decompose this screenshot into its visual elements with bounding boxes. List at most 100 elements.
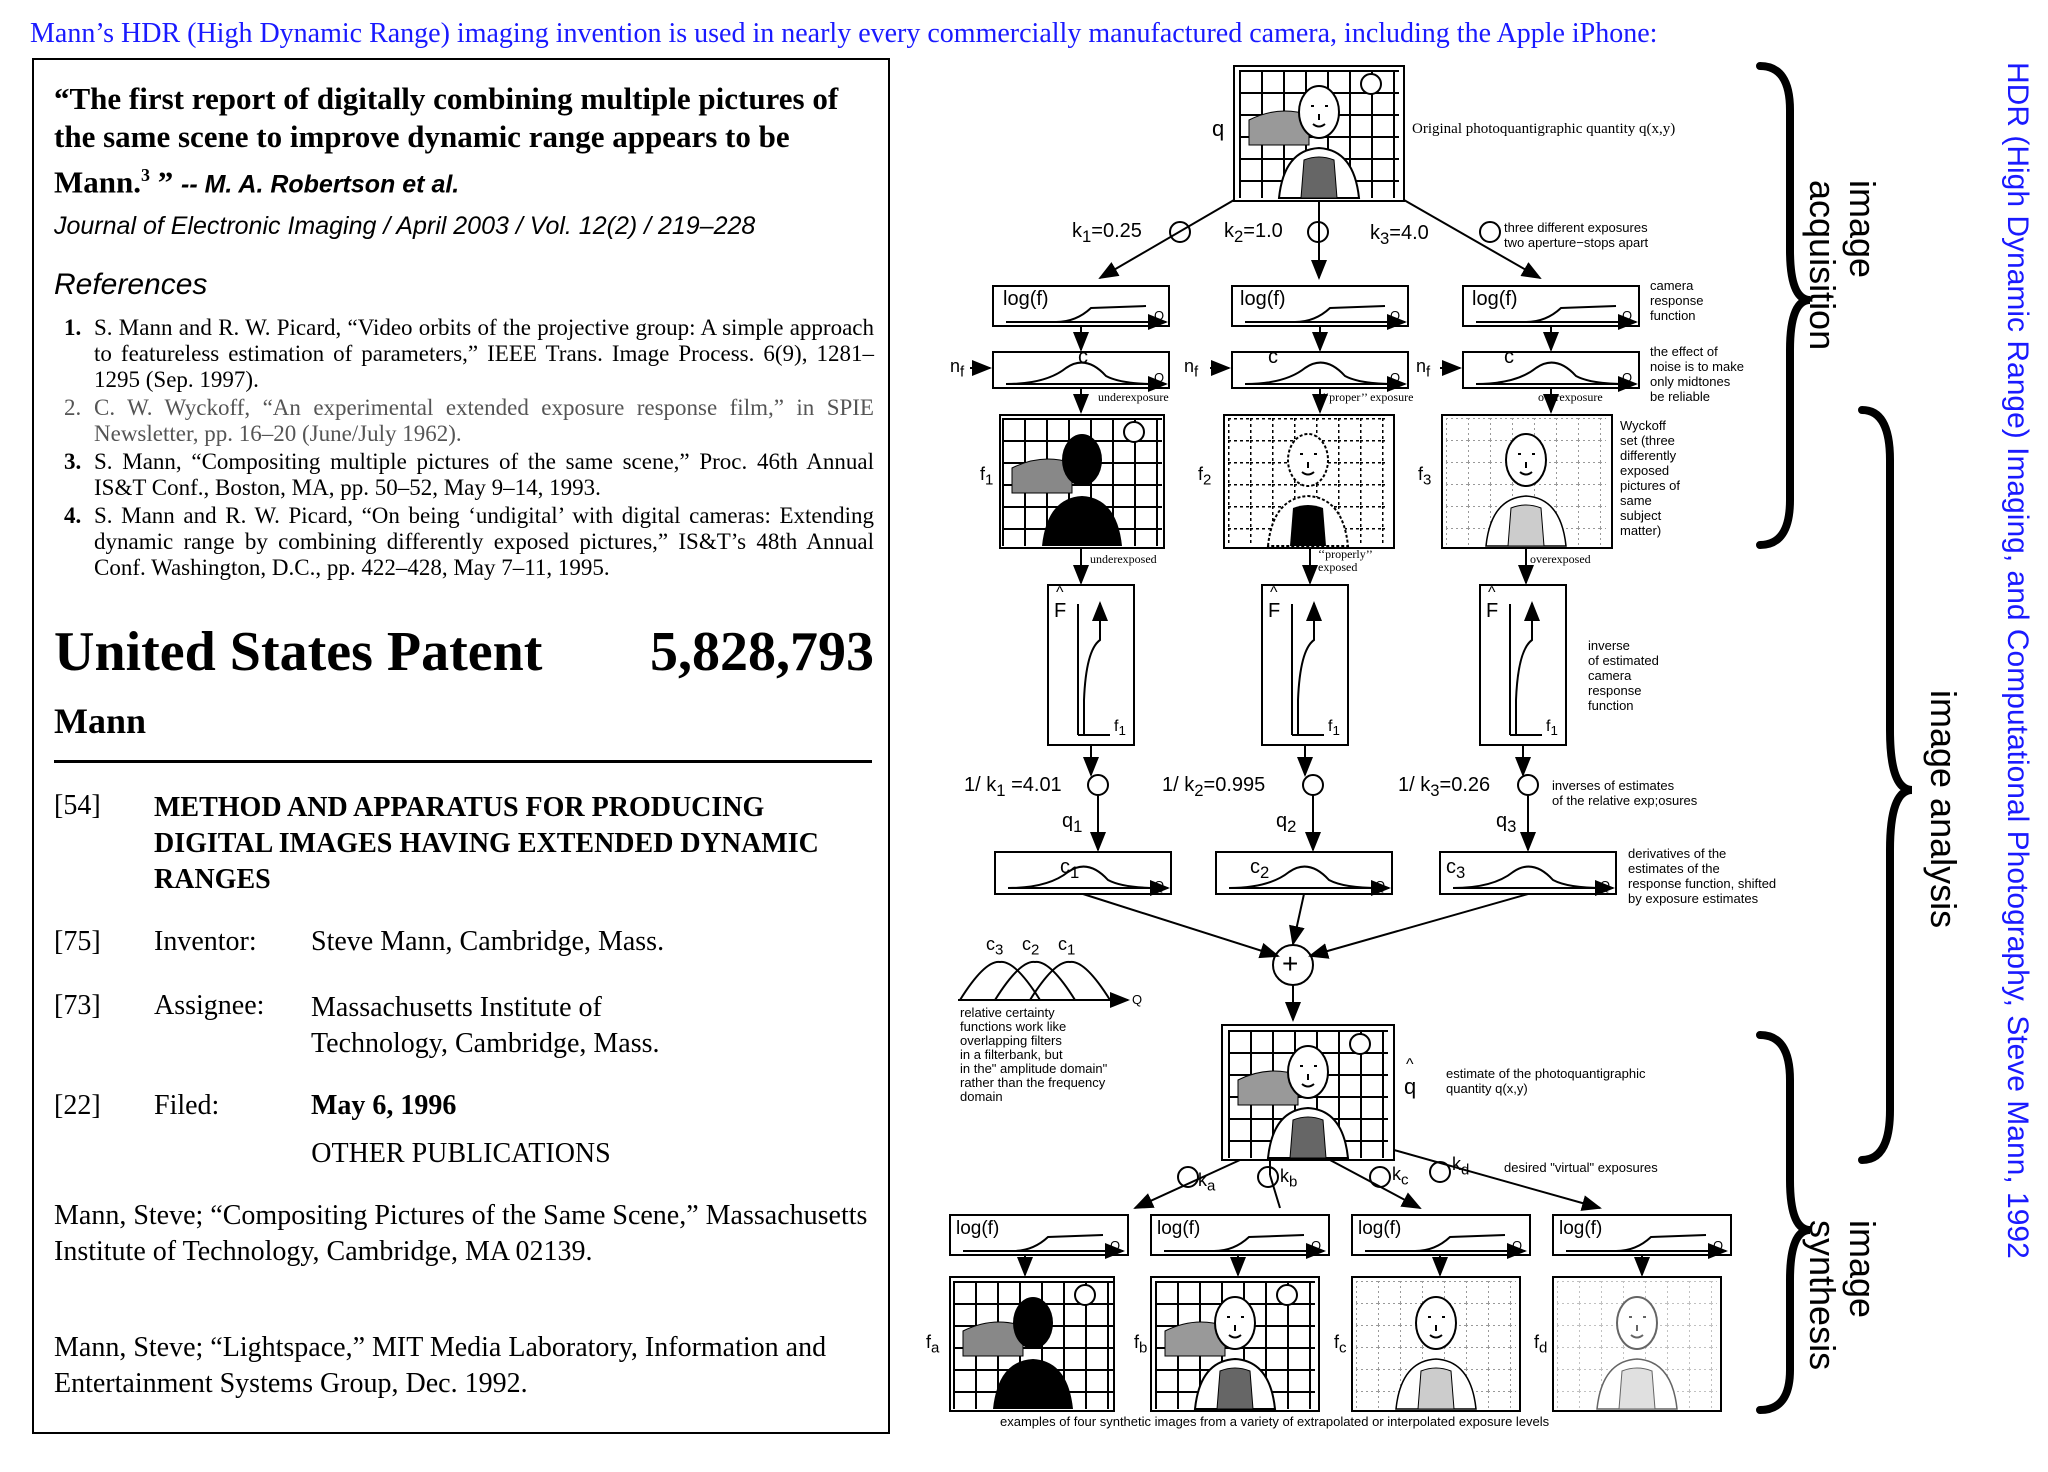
f-symbol: f — [1134, 1332, 1140, 1352]
f-subscript: 1 — [1118, 723, 1126, 739]
brace-text: synthesis — [1802, 1220, 1843, 1371]
f1-axis-label: f1 — [1546, 718, 1558, 738]
note-line: in a filterbank, but — [960, 1047, 1063, 1062]
qhat-estimate-label: ^q — [1404, 1056, 1417, 1099]
kc-label: kc — [1392, 1164, 1409, 1189]
note-line: Wyckoff — [1620, 418, 1666, 433]
note-line: of estimated — [1588, 653, 1659, 668]
logf-label: log(f) — [1240, 288, 1286, 310]
noise-symbol: n — [1416, 356, 1427, 376]
qhat-symbol: q — [1062, 810, 1074, 832]
k-subscript: 1 — [996, 781, 1006, 800]
f1-label: f1 — [980, 464, 993, 489]
note-line: relative certainty — [960, 1005, 1055, 1020]
chat-symbol: c — [1022, 934, 1031, 954]
note-line: function — [1650, 308, 1696, 323]
fd-label: fd — [1534, 1332, 1547, 1357]
original-quantity-label: Original photoquantigraphic quantity q(x… — [1412, 121, 1676, 137]
field-label: Inventor: — [154, 926, 257, 957]
c-subscript: 1 — [1070, 863, 1080, 882]
k2-value: =1.0 — [1243, 220, 1283, 242]
f-subscript: 1 — [1332, 723, 1340, 739]
reference-text: S. Mann, “Compositing multiple pictures … — [94, 449, 874, 500]
fc-label: fc — [1334, 1332, 1347, 1357]
note-line: two aperture−stops apart — [1504, 235, 1649, 250]
q-axis-label: Q — [1154, 370, 1165, 385]
q-axis-label: Q — [1600, 878, 1611, 893]
brace-label-analysis: image analysis — [1923, 690, 1964, 929]
underexposed-label: underexposed — [1090, 552, 1157, 566]
k3-label: k3=4.0 — [1370, 222, 1429, 249]
chat-label: c1 — [1060, 856, 1079, 883]
q-subscript: 3 — [1507, 817, 1517, 836]
quote-close: ” — [150, 164, 174, 200]
one-over: 1/ — [1162, 774, 1179, 796]
f-symbol: f — [1198, 464, 1204, 484]
f1-axis-label: f1 — [1114, 718, 1126, 738]
f2-label: f2 — [1198, 464, 1211, 489]
fa-label: fa — [926, 1332, 939, 1357]
khat-symbol: k — [1420, 774, 1431, 796]
logf-label: log(f) — [1472, 288, 1518, 310]
chat-label: c3 — [1446, 856, 1465, 883]
patent-number: 5,828,793 — [650, 621, 874, 683]
q-axis-label: Q — [1375, 878, 1386, 893]
field-label: Assignee: — [154, 990, 265, 1021]
noise-symbol: n — [950, 356, 961, 376]
reference-item: 4.S. Mann and R. W. Picard, “On being ‘u… — [64, 503, 874, 581]
noise-subscript: f — [1194, 363, 1199, 381]
note-line: inverse — [1588, 638, 1630, 653]
note-line: only midtones — [1650, 374, 1731, 389]
k2-label: k2=1.0 — [1224, 220, 1283, 247]
f-subscript: a — [931, 1339, 940, 1357]
kb-label: kb — [1280, 1166, 1297, 1191]
note-line: noise is to make — [1650, 359, 1744, 374]
reference-text: C. W. Wyckoff, “An experimental extended… — [94, 395, 874, 446]
note-line: exposed — [1620, 463, 1670, 478]
proper-exposure-label: ‘‘proper’’ exposure — [1322, 390, 1414, 404]
reference-number: 1. — [64, 315, 82, 340]
field-code: [54] — [54, 790, 101, 821]
k-subscript: c — [1401, 1171, 1409, 1189]
fhat-label: ^F — [1054, 584, 1067, 622]
q-subscript: 2 — [1287, 817, 1297, 836]
patent-field-filed: [22] Filed: May 6, 1996 — [54, 1090, 888, 1122]
qhat-symbol: q — [1404, 1074, 1417, 1099]
field-label: Filed: — [154, 1090, 220, 1121]
note-line: derivatives of the — [1628, 846, 1727, 861]
k-subscript: 3 — [1430, 781, 1440, 800]
patent-title: United States Patent 5,828,793 — [54, 620, 874, 684]
ka-label: ka — [1198, 1170, 1215, 1195]
qhat-label: q1 — [1062, 810, 1082, 837]
fhat-symbol: F — [1268, 600, 1281, 622]
reference-list: 1.S. Mann and R. W. Picard, “Video orbit… — [64, 315, 874, 583]
inv-k1-value: =4.01 — [1011, 774, 1062, 796]
brace-text: image — [1842, 1220, 1883, 1319]
c-subscript: 1 — [1067, 941, 1076, 959]
logfhat-label: log(f) — [1358, 1218, 1402, 1239]
note-line: response function, shifted — [1628, 876, 1777, 891]
k1-symbol: k — [1072, 220, 1082, 242]
field-code: [73] — [54, 990, 101, 1021]
noise-symbol: n — [1184, 356, 1195, 376]
underexposure-label: underexposure — [1098, 390, 1169, 404]
k-symbol: k — [1280, 1166, 1289, 1186]
inv-k1-label: 1/ k1 =4.01 — [964, 774, 1062, 801]
f-subscript: 3 — [1423, 471, 1432, 489]
note-line: camera — [1588, 668, 1632, 683]
note-line: pictures of — [1620, 478, 1680, 493]
f-subscript: 1 — [1550, 723, 1558, 739]
f-symbol: f — [1546, 718, 1551, 735]
k-subscript: 2 — [1194, 781, 1204, 800]
inv-k3-label: 1/ k3=0.26 — [1398, 774, 1490, 801]
f-symbol: f — [1418, 464, 1424, 484]
note-line: estimates of the — [1628, 861, 1720, 876]
k-symbol: k — [1198, 1170, 1207, 1190]
brace-text: image — [1842, 180, 1883, 279]
note-line: function — [1588, 698, 1634, 713]
